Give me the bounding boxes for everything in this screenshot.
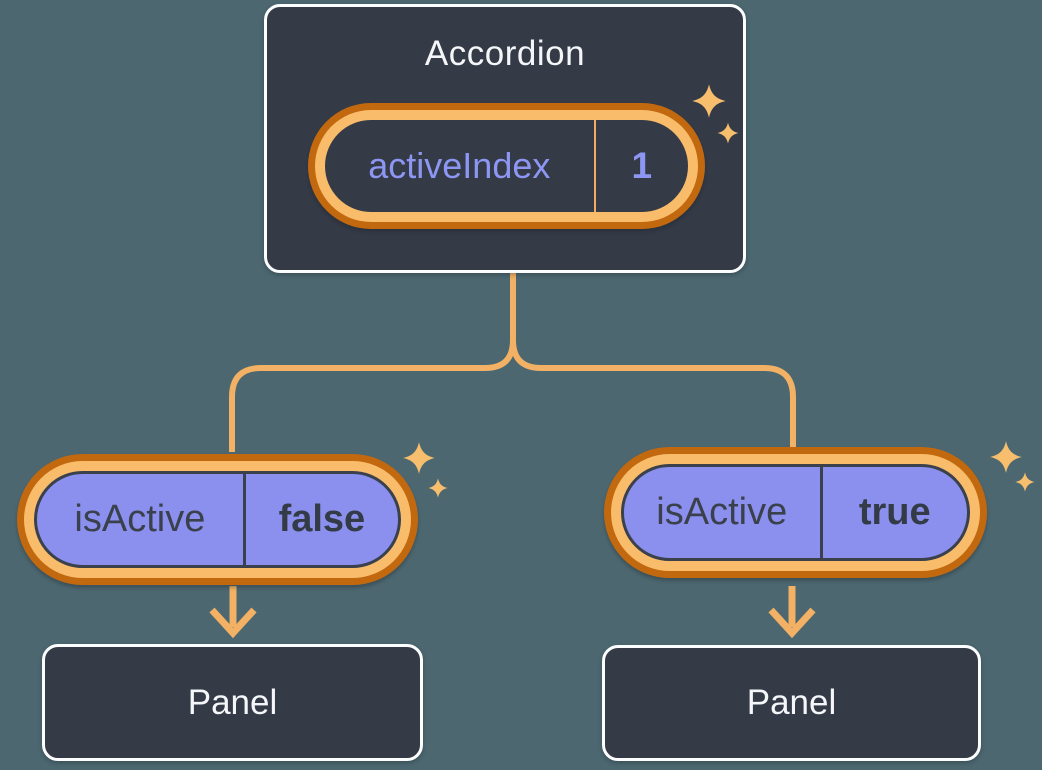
sparkle-icon-large bbox=[403, 442, 435, 474]
arrow-down-right-head bbox=[768, 607, 816, 639]
sparkle-icon-large bbox=[990, 441, 1022, 473]
prop-pill-divider bbox=[242, 474, 246, 565]
state-pill-ring: activeIndex 1 bbox=[315, 110, 698, 222]
prop-pill-ring: isActive true bbox=[611, 454, 980, 571]
sparkle-icon-small bbox=[1015, 472, 1035, 492]
panel-label: Panel bbox=[746, 683, 837, 722]
prop-pill-label: isActive bbox=[74, 498, 206, 540]
state-pill-label: activeIndex bbox=[368, 145, 551, 186]
fork-connector-left bbox=[229, 339, 516, 452]
panel-label: Panel bbox=[187, 682, 278, 722]
prop-pill-isactive-false: isActive false bbox=[17, 454, 418, 585]
sparkle-icon-large bbox=[692, 84, 726, 118]
accordion-title: Accordion bbox=[424, 34, 586, 73]
state-pill-divider bbox=[593, 120, 596, 212]
prop-pill-value: true bbox=[858, 491, 931, 533]
arrow-down-left-head bbox=[209, 607, 257, 639]
sparkle-icon-small bbox=[428, 478, 448, 498]
prop-pill-isactive-true: isActive true bbox=[604, 447, 987, 578]
fork-connector-right bbox=[510, 339, 796, 452]
panel-box-left: Panel bbox=[42, 644, 423, 761]
state-pill-value: 1 bbox=[631, 145, 653, 186]
prop-pill-divider bbox=[819, 467, 823, 558]
sparkle-icon-small bbox=[717, 122, 739, 144]
prop-pill-label: isActive bbox=[656, 491, 788, 533]
state-pill-active-index: activeIndex 1 bbox=[308, 103, 705, 229]
prop-pill-value: false bbox=[278, 498, 366, 540]
panel-box-right: Panel bbox=[602, 645, 981, 761]
prop-pill-ring: isActive false bbox=[24, 461, 411, 578]
